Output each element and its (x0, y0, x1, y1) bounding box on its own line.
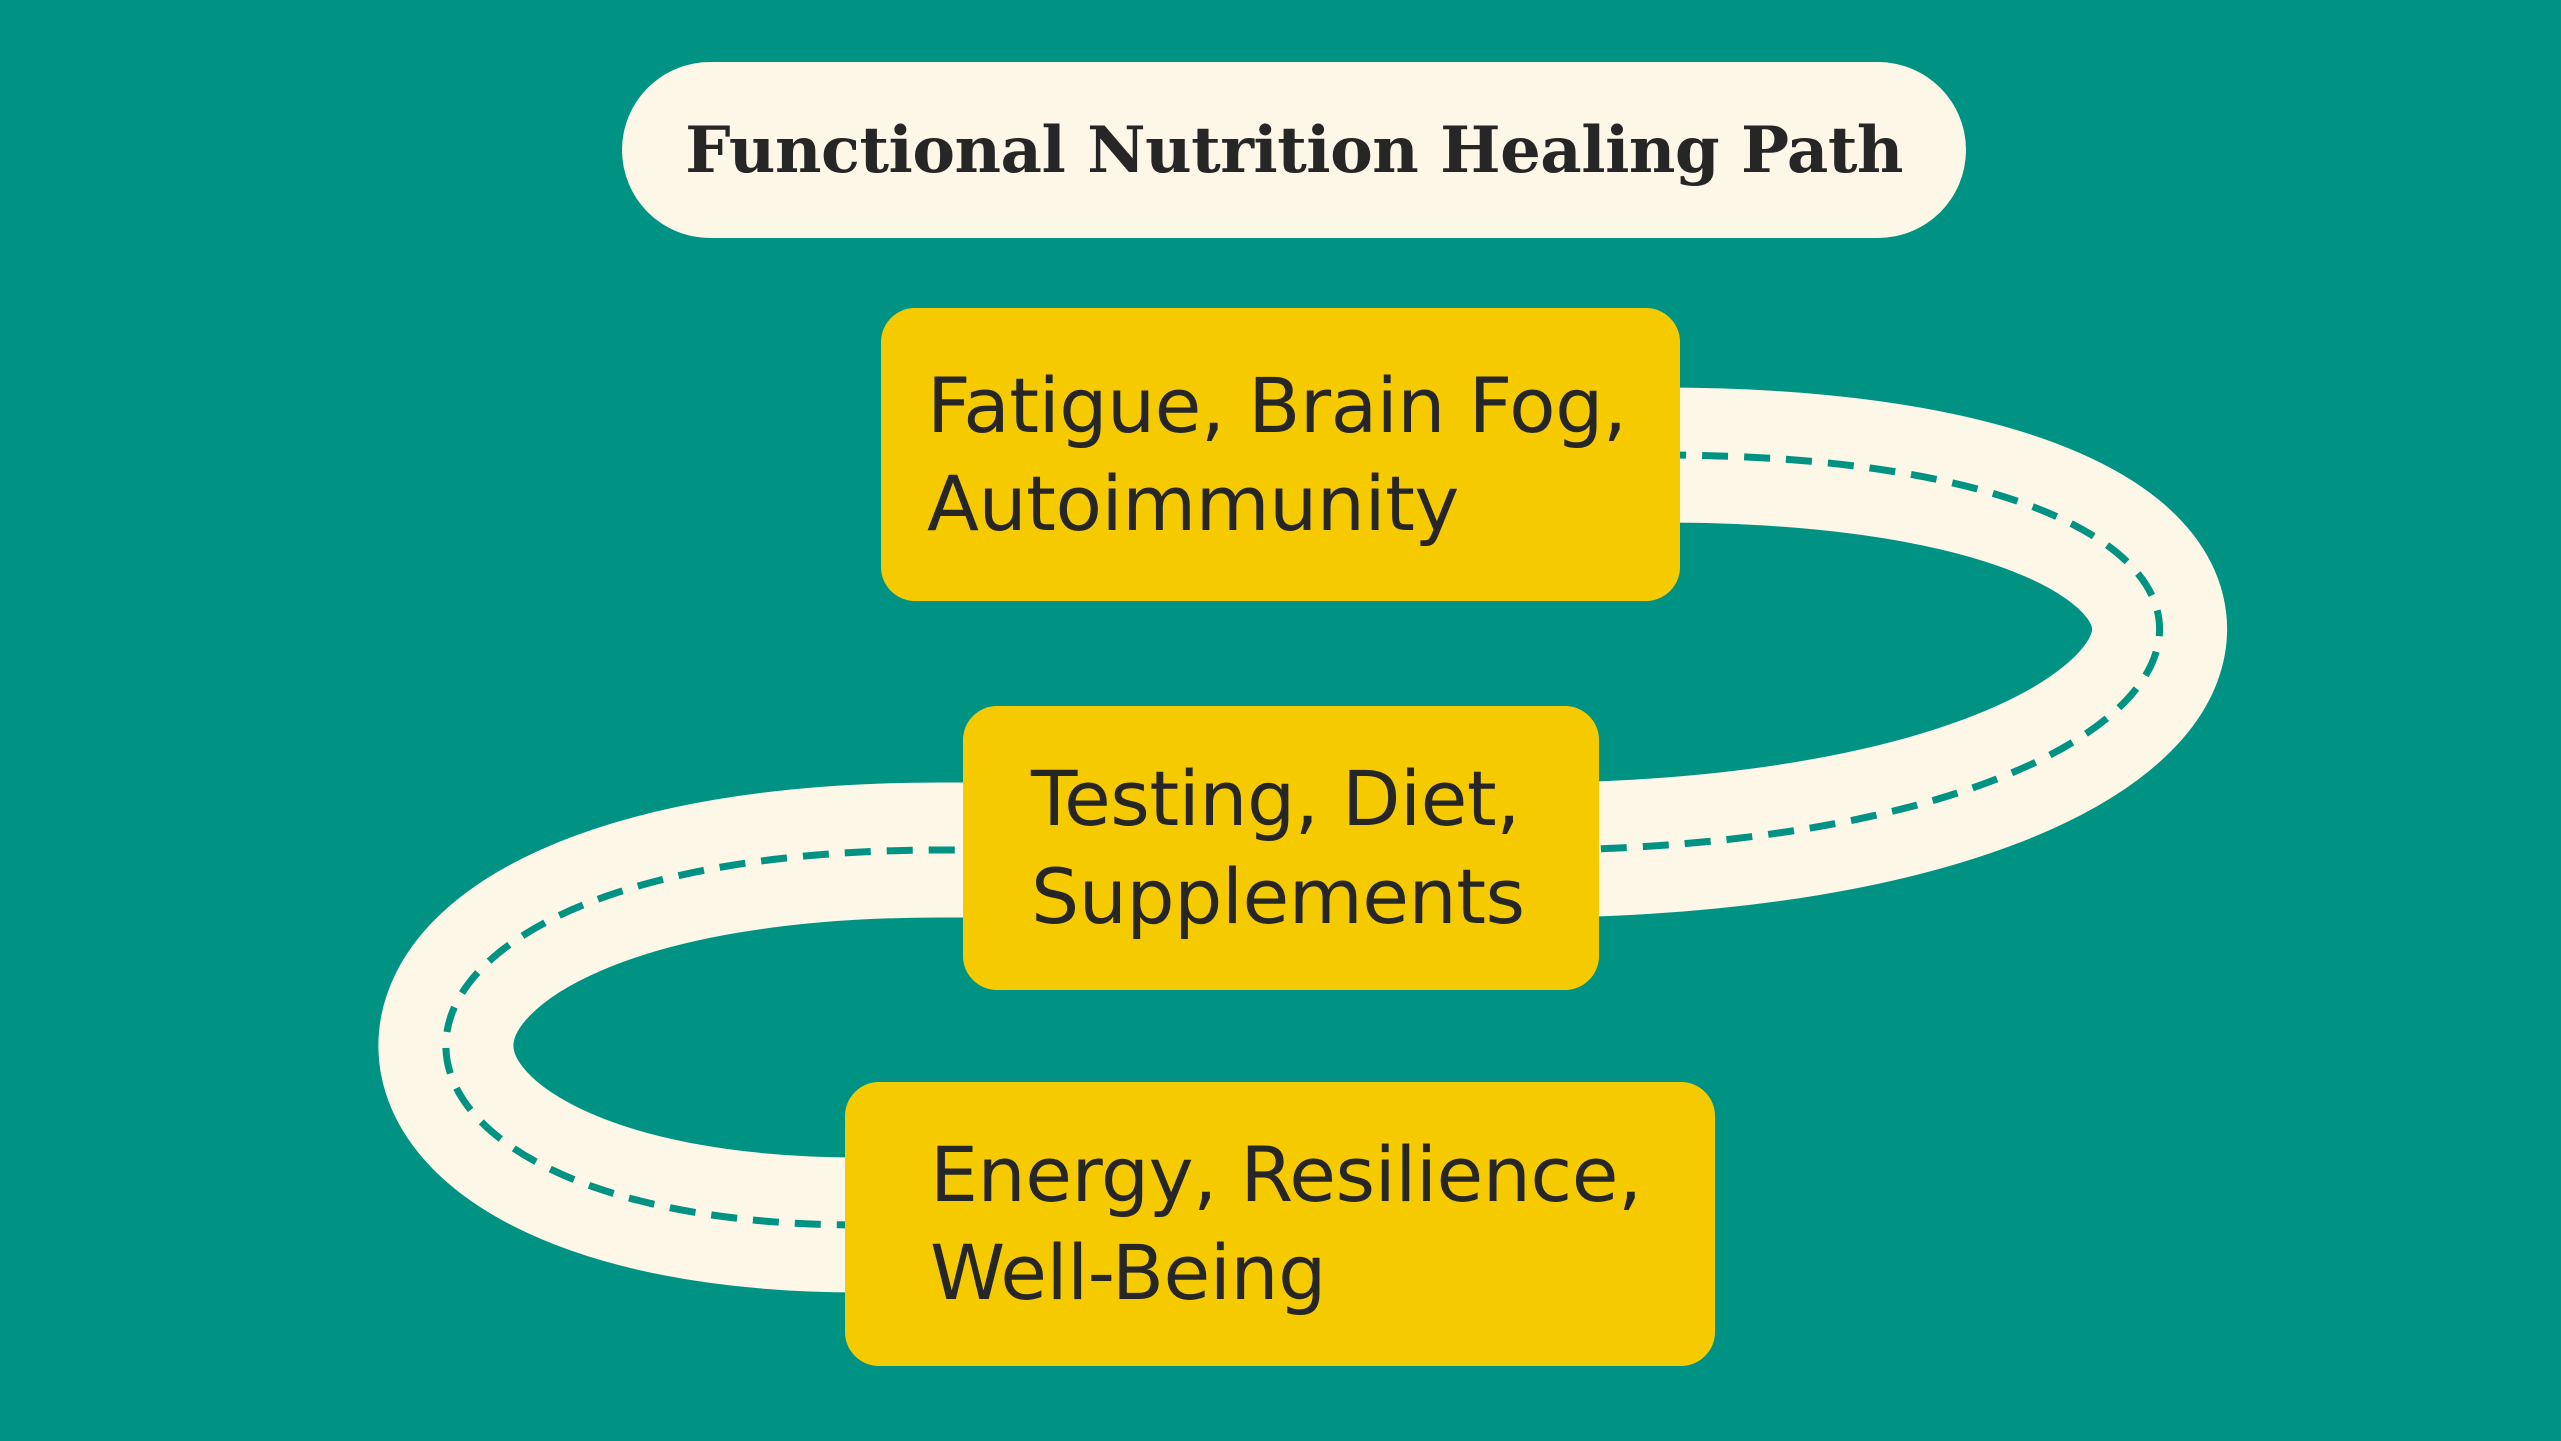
page-title: Functional Nutrition Healing Path (685, 112, 1903, 188)
step-box-outcomes: Energy, Resilience, Well-Being (845, 1082, 1715, 1366)
title-pill: Functional Nutrition Healing Path (622, 62, 1966, 238)
step-box-symptoms: Fatigue, Brain Fog, Autoimmunity (881, 308, 1680, 601)
step-3-line-1: Energy, Resilience, (930, 1130, 1642, 1219)
step-1-line-1: Fatigue, Brain Fog, (927, 360, 1627, 450)
step-box-interventions: Testing, Diet, Supplements (963, 706, 1599, 990)
step-1-line-2: Autoimmunity (927, 458, 1459, 548)
step-2-line-2: Supplements (1031, 852, 1525, 941)
step-2-line-1: Testing, Diet, (1031, 754, 1520, 843)
step-3-line-2: Well-Being (930, 1228, 1326, 1317)
